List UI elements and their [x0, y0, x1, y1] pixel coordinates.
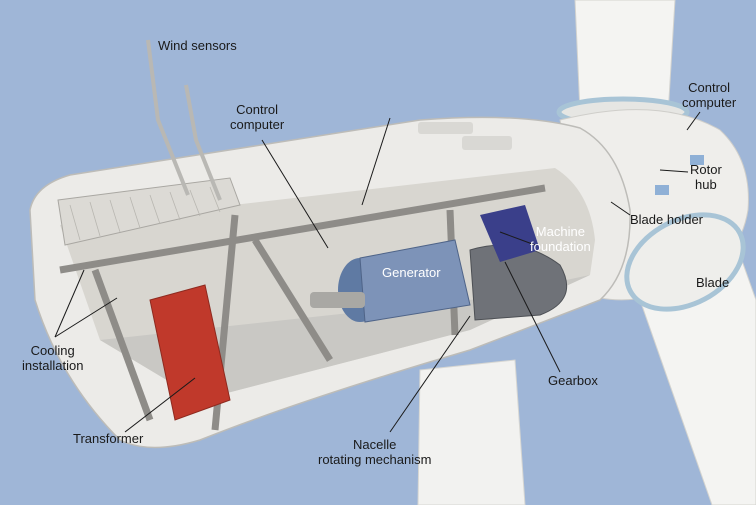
label-control-computer-right: Control computer — [682, 80, 737, 110]
label-blade: Blade — [696, 275, 730, 290]
label-blade-holder: Blade holder — [630, 212, 703, 227]
blade-holder-mark — [655, 185, 669, 195]
transformer — [149, 284, 231, 421]
roof-vent — [462, 136, 512, 150]
wind-sensor-mast — [146, 39, 222, 201]
leader-lines — [54, 111, 701, 433]
generator-shaft — [310, 292, 365, 308]
machine-foundation-part — [480, 205, 540, 262]
label-control-computer-left: Control computer — [230, 102, 285, 132]
roof-grating — [57, 177, 241, 246]
label-transformer: Transformer — [73, 431, 144, 446]
grating-lines — [69, 186, 221, 241]
label-gearbox: Gearbox — [548, 373, 598, 388]
tower — [417, 359, 526, 505]
lower-blade-ring — [624, 212, 746, 312]
label-wind-sensors: Wind sensors — [158, 38, 237, 53]
label-rotor-hub: Rotor hub — [690, 162, 722, 192]
roof-vent — [418, 122, 473, 134]
blade-holder-mark — [690, 155, 704, 165]
label-nacelle-rotating-mechanism: Nacelle rotating mechanism — [318, 437, 432, 467]
label-cooling-installation: Cooling installation — [22, 343, 84, 373]
label-machine-foundation: Machine foundation — [530, 224, 591, 254]
label-generator: Generator — [382, 265, 441, 280]
